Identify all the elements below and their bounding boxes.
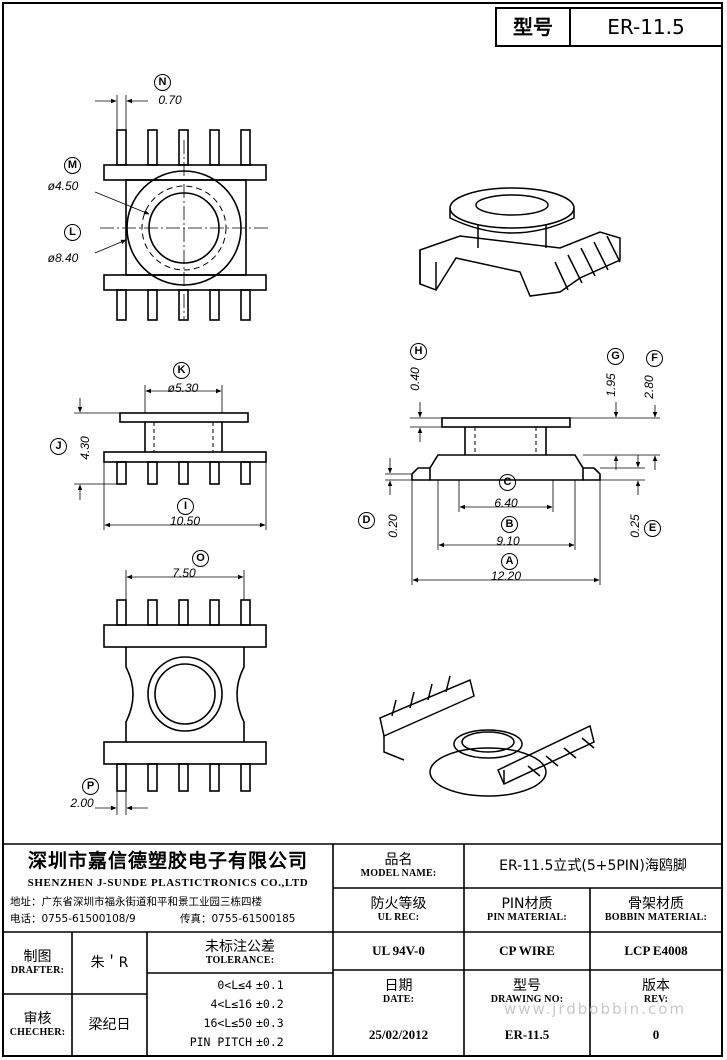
- drawing-no-label-en: DRAWING NO:: [490, 994, 564, 1006]
- marker-f-badge: F: [646, 350, 663, 367]
- drawing-no-label-cn: 型号: [513, 978, 541, 995]
- tolerance-label-cn: 未标注公差: [205, 938, 275, 955]
- marker-p-badge: P: [82, 778, 99, 795]
- checker-value: 梁纪日: [88, 1016, 131, 1033]
- marker-k-badge: K: [173, 362, 190, 379]
- tolerance-row-2-range: 4<L≤16: [210, 997, 252, 1012]
- company-name-en: SHENZHEN J-SUNDE PLASTICTRONICS CO.,LTD: [27, 876, 309, 889]
- model-name-label-en: MODEL NAME:: [360, 868, 437, 880]
- dim-c-value: 6.40: [494, 496, 518, 511]
- tolerance-label: 未标注公差 TOLERANCE:: [149, 934, 331, 971]
- dim-l-value: ø8.40: [47, 251, 79, 266]
- header-type-label: 型号: [513, 14, 553, 39]
- company-fax: 传真：0755-61500185: [180, 912, 296, 925]
- tolerance-row-4-value: ±0.2: [256, 1035, 284, 1050]
- rev-label-cn: 版本: [642, 978, 670, 995]
- checker-label-cn: 审核: [23, 1011, 52, 1028]
- ul-label-en: UL REC:: [377, 912, 420, 924]
- date-label: 日期 DATE:: [335, 972, 462, 1012]
- tolerance-row-3-range: 16<L≤50: [203, 1016, 252, 1031]
- dim-p-value: 2.00: [70, 796, 94, 811]
- pin-material-label: PIN材质 PIN MATERIAL:: [466, 890, 588, 930]
- marker-o-badge: O: [192, 550, 209, 567]
- dim-h-value: 0.40: [408, 367, 423, 391]
- marker-e-badge: E: [644, 520, 661, 537]
- model-name-value: ER-11.5立式(5+5PIN)海鸥脚: [499, 857, 687, 874]
- header-type-value: ER-11.5: [607, 14, 685, 39]
- company-name-cn: 深圳市嘉信德塑胶电子有限公司: [27, 850, 308, 873]
- dim-m-value: ø4.50: [47, 179, 79, 194]
- rev-label-en: REV:: [643, 994, 669, 1006]
- bobbin-material-label-en: BOBBIN MATERIAL:: [604, 912, 708, 924]
- dim-g-value: 1.95: [604, 373, 619, 397]
- marker-b-badge: B: [501, 516, 518, 533]
- ul-label-cn: 防火等级: [370, 896, 427, 913]
- rev-value: 0: [652, 1026, 660, 1042]
- marker-l-badge: L: [64, 224, 81, 241]
- drafter-label-en: DRAFTER:: [10, 965, 65, 977]
- marker-n-badge: N: [154, 74, 171, 91]
- tolerance-label-en: TOLERANCE:: [205, 954, 275, 966]
- marker-g-badge: G: [607, 348, 624, 365]
- dim-a-value: 12.20: [490, 569, 522, 584]
- isometric-view-bottom: [379, 675, 595, 797]
- tolerance-row-2-value: ±0.2: [256, 997, 284, 1012]
- dim-d-value: 0.20: [386, 514, 401, 538]
- drafter-value: 朱＇R: [90, 954, 129, 971]
- dim-e-value: 0.25: [628, 514, 643, 538]
- pin-material-value: CP WIRE: [499, 942, 555, 958]
- drafter-label: 制图 DRAFTER:: [5, 934, 70, 992]
- drawing-no-value: ER-11.5: [504, 1026, 550, 1042]
- company-phone: 电话：0755-61500108/9: [10, 912, 136, 925]
- ul-value: UL 94V-0: [372, 942, 425, 958]
- dim-o-value: 7.50: [172, 566, 196, 581]
- front-view: [385, 402, 660, 585]
- pin-material-label-en: PIN MATERIAL:: [487, 912, 567, 924]
- marker-a-badge: A: [501, 553, 518, 570]
- marker-i-badge: I: [177, 498, 194, 515]
- bottom-view: [95, 570, 267, 815]
- bobbin-material-label-cn: 骨架材质: [628, 896, 684, 913]
- side-view: [74, 385, 267, 530]
- date-label-cn: 日期: [384, 978, 413, 995]
- top-view: [94, 95, 270, 321]
- tolerance-row-1-range: 0<L≤4: [217, 978, 252, 993]
- marker-c-badge: C: [499, 474, 516, 491]
- drafter-label-cn: 制图: [23, 949, 52, 966]
- model-name-label: 品名 MODEL NAME:: [335, 847, 462, 885]
- checker-label: 审核 CHECHER:: [5, 996, 70, 1054]
- bobbin-material-label: 骨架材质 BOBBIN MATERIAL:: [592, 890, 720, 930]
- bobbin-material-value: LCP E4008: [624, 942, 688, 958]
- tolerance-row-4-range: PIN PITCH: [189, 1035, 252, 1050]
- marker-h-badge: H: [410, 343, 427, 360]
- date-label-en: DATE:: [382, 994, 415, 1006]
- dim-n-value: 0.70: [158, 93, 182, 108]
- tolerance-row-1-value: ±0.1: [256, 978, 284, 993]
- dim-b-value: 9.10: [496, 534, 520, 549]
- rev-label: 版本 REV:: [592, 972, 720, 1012]
- pin-material-label-cn: PIN材质: [501, 896, 553, 913]
- dim-k-value: ø5.30: [167, 381, 199, 396]
- date-value: 25/02/2012: [368, 1026, 429, 1042]
- marker-j-badge: J: [50, 438, 67, 455]
- checker-label-en: CHECHER:: [9, 1027, 66, 1039]
- isometric-view-top: [419, 187, 621, 297]
- model-name-label-cn: 品名: [384, 852, 413, 869]
- title-block-grid: [3, 843, 722, 1056]
- marker-m-badge: M: [64, 157, 81, 174]
- marker-d-badge: D: [358, 512, 375, 529]
- header-box: [495, 7, 723, 47]
- dim-i-value: 10.50: [169, 514, 201, 529]
- tolerance-row-3-value: ±0.3: [256, 1016, 284, 1031]
- drawing-no-label: 型号 DRAWING NO:: [466, 972, 588, 1012]
- watermark-text: www.jrdbobbin.com: [503, 1000, 686, 1019]
- ul-label: 防火等级 UL REC:: [335, 890, 462, 930]
- dim-j-value: 4.30: [78, 436, 93, 460]
- company-address: 地址：广东省深圳市福永街道和平和景工业园三栋四楼: [10, 895, 262, 908]
- dim-f-value: 2.80: [642, 375, 657, 399]
